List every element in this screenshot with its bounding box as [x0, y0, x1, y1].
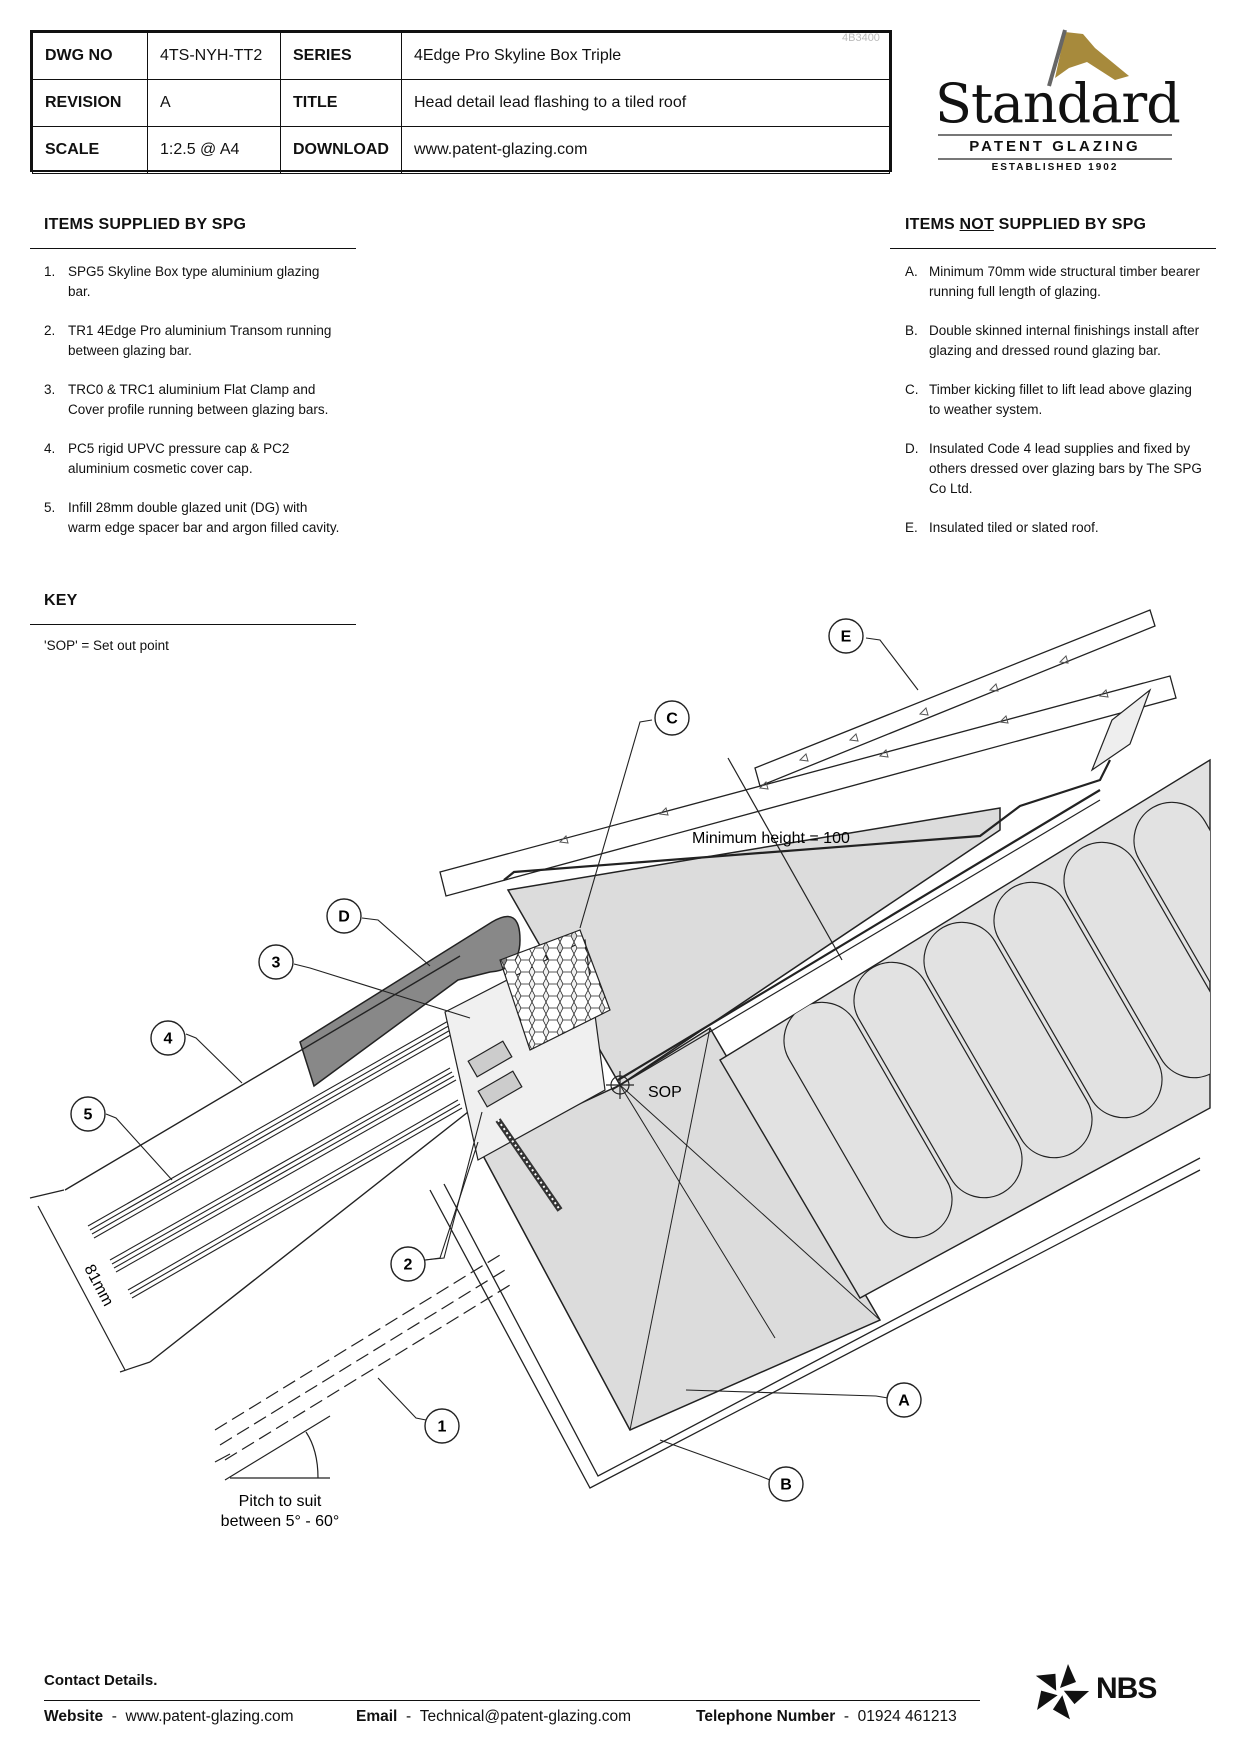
- scale-label: SCALE: [32, 126, 148, 174]
- callout-a: [886, 1382, 922, 1418]
- nbs-logo-text: NBS: [1096, 1672, 1157, 1705]
- supplied-heading: ITEMS SUPPLIED BY SPG: [44, 216, 247, 233]
- glazing-bar: [214, 1254, 511, 1481]
- not-supplied-list: A.Minimum 70mm wide structural timber be…: [905, 262, 1205, 557]
- callout-1: [424, 1408, 460, 1444]
- flag-icon: [1047, 29, 1129, 87]
- key-text: 'SOP' = Set out point: [44, 638, 169, 653]
- callout-d-label: D: [338, 909, 350, 926]
- revision-label: REVISION: [32, 79, 148, 127]
- download-label: DOWNLOAD: [280, 126, 402, 174]
- revision: A: [147, 79, 281, 127]
- list-item: C.Timber kicking fillet to lift lead abo…: [905, 382, 1192, 417]
- download-link[interactable]: www.patent-glazing.com: [400, 126, 891, 174]
- list-item: 4.PC5 rigid UPVC pressure cap & PC2 alum…: [44, 441, 290, 476]
- drawing-title: Head detail lead flashing to a tiled roo…: [400, 79, 891, 127]
- key-heading: KEY: [44, 592, 78, 609]
- logo-rule-top: [938, 134, 1172, 136]
- nbs-logo-icon: [1035, 1664, 1090, 1720]
- dimension-81mm-label: 81mm: [80, 1262, 116, 1309]
- title-block: DWG NO 4TS-NYH-TT2 SERIES 4Edge Pro Skyl…: [30, 30, 892, 174]
- logo-established: ESTABLISHED 1902: [991, 162, 1119, 173]
- phone-number: 01924 461213: [857, 1708, 957, 1725]
- series: 4Edge Pro Skyline Box Triple: [400, 32, 891, 80]
- list-item: D.Insulated Code 4 lead supplies and fix…: [905, 441, 1202, 496]
- leader-lines: [105, 637, 919, 1481]
- callout-c: [654, 700, 690, 736]
- list-item: 2.TR1 4Edge Pro aluminium Transom runnin…: [44, 323, 332, 358]
- list-item: 3.TRC0 & TRC1 aluminium Flat Clamp and C…: [44, 382, 329, 417]
- callout-4-label: 4: [164, 1031, 173, 1048]
- supplied-list: 1.SPG5 Skyline Box type aluminium glazin…: [44, 262, 344, 557]
- pitch-label-line2: between 5° - 60°: [221, 1513, 340, 1530]
- callout-a-label: A: [898, 1393, 910, 1410]
- dimension-81mm: [29, 1189, 151, 1373]
- head-detail-drawing: E C D 3 4 5 2 1 A B Minimum height = 100…: [29, 609, 1211, 1530]
- pitch-label-line1: Pitch to suit: [239, 1493, 322, 1510]
- series-label: SERIES: [280, 32, 402, 80]
- footer-email: Email - Technical@patent-glazing.com: [356, 1708, 632, 1725]
- logo-rule-bottom: [938, 158, 1172, 160]
- callout-1-label: 1: [438, 1419, 447, 1436]
- list-item: E.Insulated tiled or slated roof.: [905, 520, 1099, 535]
- scale: 1:2.5 @ A4: [147, 126, 281, 174]
- transom-profile: [444, 929, 611, 1212]
- website-link[interactable]: www.patent-glazing.com: [125, 1708, 294, 1725]
- list-item: 5.Infill 28mm double glazed unit (DG) wi…: [44, 500, 340, 535]
- callout-5: [70, 1096, 106, 1132]
- contact-heading: Contact Details.: [44, 1672, 158, 1689]
- dwg-no-label: DWG NO: [32, 32, 148, 80]
- title-label: TITLE: [280, 79, 402, 127]
- min-height-label: Minimum height = 100: [692, 830, 850, 847]
- callout-3-label: 3: [272, 955, 281, 972]
- callout-bubbles: [70, 618, 922, 1502]
- callout-2: [390, 1246, 426, 1282]
- pitch-angle: [230, 1431, 330, 1479]
- callout-e: [828, 618, 864, 654]
- not-supplied-heading: ITEMS NOT SUPPLIED BY SPG: [905, 216, 1147, 233]
- sop-label: SOP: [648, 1084, 682, 1101]
- callout-c-label: C: [666, 711, 678, 728]
- not-supplied-rule: [890, 248, 1216, 249]
- callout-5-label: 5: [84, 1107, 93, 1124]
- supplied-rule: [30, 248, 356, 249]
- callout-d: [326, 898, 362, 934]
- callout-2-label: 2: [404, 1257, 413, 1274]
- callout-b: [768, 1466, 804, 1502]
- logo-subtitle: PATENT GLAZING: [969, 138, 1141, 155]
- glazing-unit: [64, 955, 469, 1363]
- internal-finishings: [429, 1157, 1201, 1489]
- logo-word: Standard: [935, 72, 1181, 135]
- sop-marker: [606, 1071, 634, 1099]
- callout-3: [258, 944, 294, 980]
- list-item: A.Minimum 70mm wide structural timber be…: [905, 264, 1200, 299]
- lead-flashing: [299, 915, 521, 1088]
- key-rule: [30, 624, 356, 625]
- dwg-no: 4TS-NYH-TT2: [147, 32, 281, 80]
- footer-website: Website - www.patent-glazing.com: [44, 1708, 294, 1725]
- list-item: B.Double skinned internal finishings ins…: [905, 323, 1200, 358]
- callout-e-label: E: [841, 629, 852, 646]
- roof-tiles: [439, 609, 1177, 897]
- batten: [1090, 688, 1152, 772]
- lead-flashing-line: [503, 759, 1111, 881]
- reference-code: 4B3400: [842, 32, 880, 44]
- callout-4: [150, 1020, 186, 1056]
- list-item: 1.SPG5 Skyline Box type aluminium glazin…: [44, 264, 320, 299]
- standard-logo: Standard PATENT GLAZING ESTABLISHED 1902: [935, 28, 1181, 178]
- callout-b-label: B: [780, 1477, 792, 1494]
- email-link[interactable]: Technical@patent-glazing.com: [419, 1708, 632, 1725]
- footer-rule: [44, 1700, 980, 1701]
- min-height-dimension: [727, 757, 843, 961]
- footer-phone: Telephone Number - 01924 461213: [696, 1708, 957, 1725]
